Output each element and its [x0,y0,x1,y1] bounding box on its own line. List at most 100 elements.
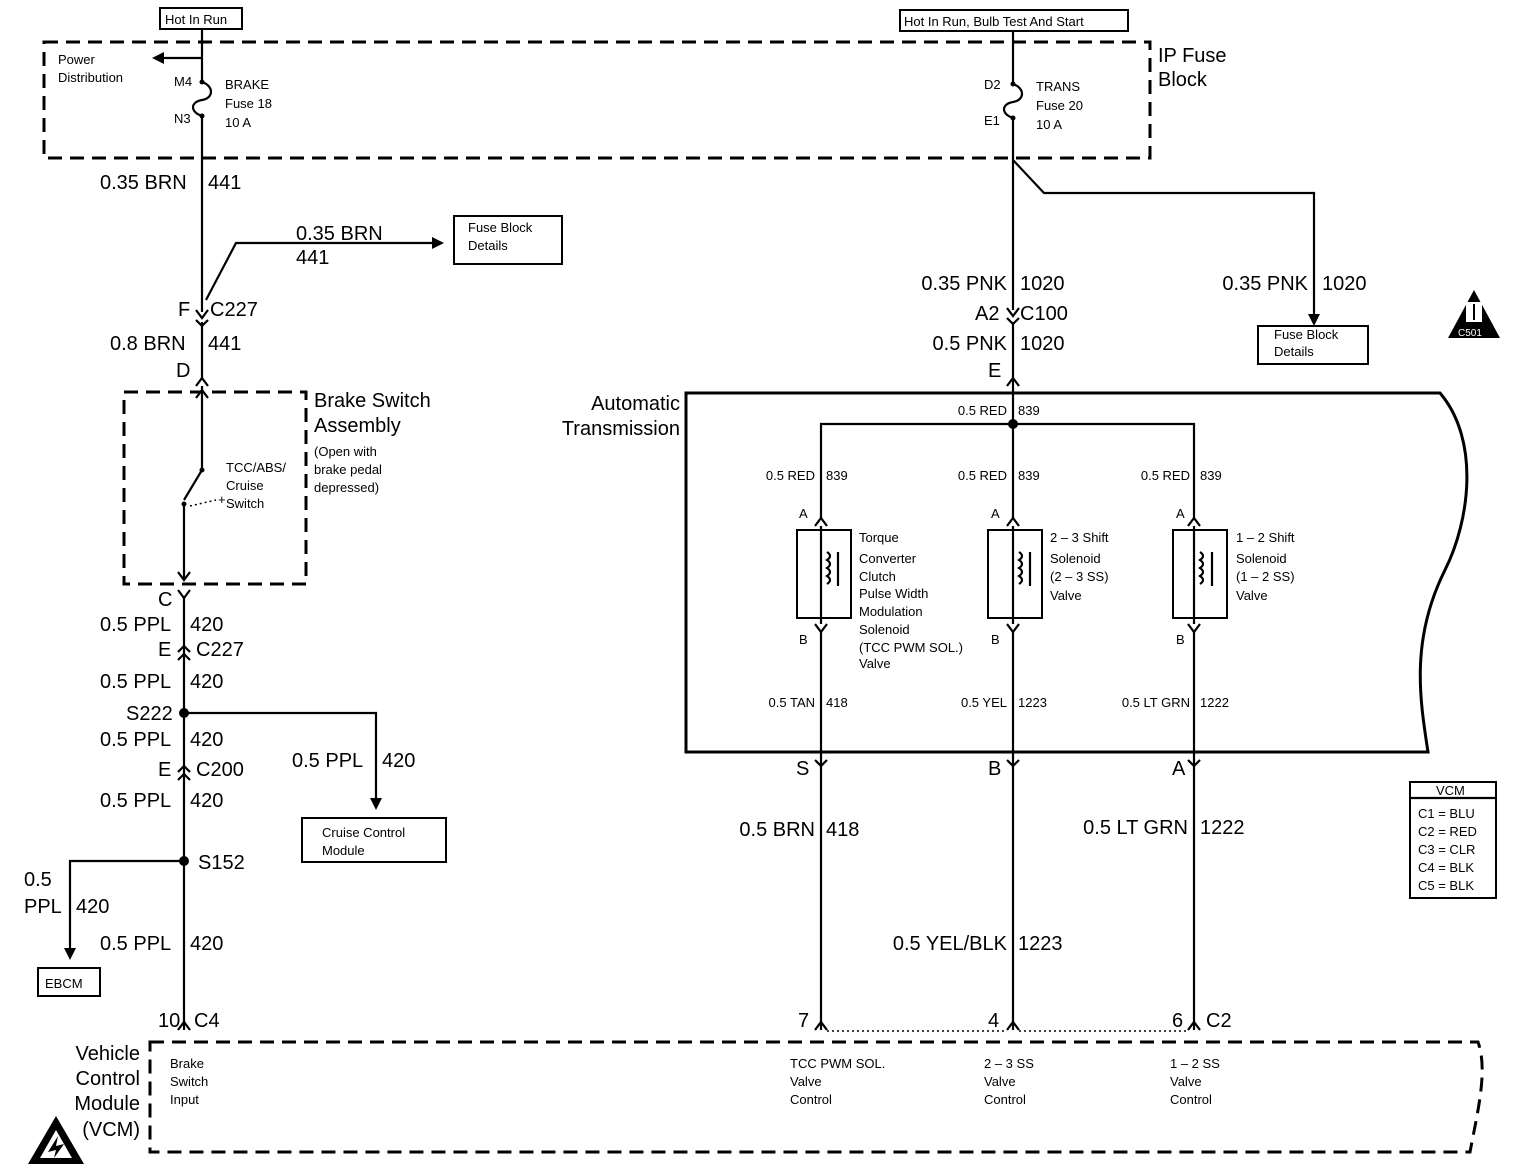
vcm-label-4: (VCM) [82,1119,140,1141]
vcm-label-3: Module [74,1093,140,1115]
vcm-legend-row-4: C4 = BLK [1418,860,1474,875]
brake-fuse-top-pin: M4 [174,74,192,89]
trans-pin-e: E [988,360,1001,382]
tcc-label-5: Modulation [859,604,923,619]
red-839-mid-gauge: 0.5 RED [958,468,1007,483]
wire-420-4-circuit: 420 [190,790,223,812]
brake-switch-pin-c: C [158,589,172,611]
power-distribution-label-2: Distribution [58,70,123,85]
vcm-brake-input-2: Switch [170,1074,208,1089]
shift-solenoid-2-3: A B 2 – 3 Shift Solenoid (2 – 3 SS) Valv… [987,506,1109,647]
connector-c100-name: C100 [1020,303,1068,325]
connector-c227-f: F C227 [178,299,258,328]
wire-420-4-gauge: 0.5 PPL [100,790,171,812]
ebcm-branch-circuit: 420 [76,896,109,918]
red-839-mid-circuit: 839 [1018,468,1040,483]
connector-c200-e-pin: E [158,759,171,781]
cruise-branch-gauge: 0.5 PPL [292,750,363,772]
brake-switch-contact-icon [183,469,203,501]
ss12-label-4: Valve [1236,588,1268,603]
vcm-ss23-control-1: 2 – 3 SS [984,1056,1034,1071]
wire-1020-branch-gauge: 0.35 PNK [1222,273,1308,295]
outer-ltgrn-gauge: 0.5 LT GRN [1083,817,1188,839]
esd-warning-icon [28,1116,84,1164]
vcm-label-2: Control [76,1068,140,1090]
red-839-bus [819,422,1196,518]
trans-pin-a: A [1172,758,1186,780]
fuse-block-details-left-2: Details [468,238,508,253]
wire-1020-upper-circuit: 1020 [1020,273,1065,295]
brake-switch-title-2: Assembly [314,415,401,437]
ss23-label-2: Solenoid [1050,551,1101,566]
cruise-control-module-1: Cruise Control [322,825,405,840]
trans-pin-b: B [988,758,1001,780]
ss12-label-3: (1 – 2 SS) [1236,569,1295,584]
tcc-label-6: Solenoid [859,622,910,637]
vcm-pin-10-label: 10 [158,1010,180,1032]
ss12-coil-icon [1198,551,1205,585]
vcm-brake-input-1: Brake [170,1056,204,1071]
cruise-control-module-box: Cruise Control Module [301,817,447,863]
power-distribution-label-1: Power [58,52,96,67]
wire-1020-lower-circuit: 1020 [1020,333,1065,355]
ss23-label-4: Valve [1050,588,1082,603]
wire-1020-upper-gauge: 0.35 PNK [921,273,1007,295]
brake-switch-note-3: depressed) [314,480,379,495]
fuse-block-details-left-1: Fuse Block [468,220,533,235]
brake-switch-assembly: Brake Switch Assembly (Open with brake p… [122,386,431,586]
brake-switch-pin-d: D [176,360,190,382]
red-839-right-gauge: 0.5 RED [1141,468,1190,483]
inner-yel-gauge: 0.5 YEL [961,695,1007,710]
tcc-label-2: Converter [859,551,917,566]
vcm-ss12-control-2: Valve [1170,1074,1202,1089]
splice-s152-label: S152 [198,852,245,874]
outer-brn-circuit: 418 [826,819,859,841]
fuse-block-details-right-2: Details [1274,344,1314,359]
cruise-branch-circuit: 420 [382,750,415,772]
inner-tan-gauge: 0.5 TAN [769,695,815,710]
reference-symbol-label: C501 [1458,328,1482,339]
inner-yel-circuit: 1223 [1018,695,1047,710]
connector-c200-e: E C200 [158,759,244,781]
vcm-legend-row-2: C2 = RED [1418,824,1477,839]
vcm-legend-row-1: C1 = BLU [1418,806,1475,821]
vcm-ss23-control-3: Control [984,1092,1026,1107]
ss12-label-1: 1 – 2 Shift [1236,530,1295,545]
ss12-pin-a: A [1176,506,1185,521]
trans-fuse-number: Fuse 20 [1036,98,1083,113]
tcc-solenoid-pin-a: A [799,506,808,521]
pin-d-terminal-icon [195,376,209,387]
automatic-transmission: Automatic Transmission [562,391,1469,754]
ip-fuse-block: IP Fuse Block Power Distribution M4 N3 B… [42,30,1227,160]
ss23-coil-icon [1017,551,1024,585]
left-circuit: 0.35 BRN 441 0.35 BRN 441 Fuse Block Det… [24,116,563,1032]
switch-label-1: TCC/ABS/ [226,460,286,475]
tcc-coil-icon [825,551,832,585]
red-839-left-gauge: 0.5 RED [766,468,815,483]
brake-fuse-bottom-pin: N3 [174,111,191,126]
trans-fuse-icon [1002,82,1024,120]
ss23-label-3: (2 – 3 SS) [1050,569,1109,584]
pin-c-terminal-icon [177,589,191,600]
cruise-branch-arrow-icon [370,798,382,810]
ebcm-box: EBCM [37,967,101,997]
wire-420-5-circuit: 420 [190,933,223,955]
vcm-label-1: Vehicle [76,1043,141,1065]
wire-441-lower-circuit: 441 [208,333,241,355]
wire-441-upper-gauge: 0.35 BRN [100,172,187,194]
ip-fuse-block-label-1: IP Fuse [1158,45,1227,67]
ip-fuse-block-label-2: Block [1158,69,1208,91]
tcc-label-4: Pulse Width [859,586,928,601]
reference-triangle-icon: C501 [1448,290,1500,339]
ss12-pin-b: B [1176,632,1185,647]
outer-yelblk-circuit: 1223 [1018,933,1063,955]
vcm-ss12-control-3: Control [1170,1092,1212,1107]
ebcm-branch-gauge-1: 0.5 [24,869,52,891]
cruise-control-module-2: Module [322,843,365,858]
trans-fuse-top-pin: D2 [984,77,1001,92]
switch-label-3: Switch [226,496,264,511]
connector-c227-f-pin: F [178,299,190,321]
wire-420-3-circuit: 420 [190,729,223,751]
wire-441-upper-circuit: 441 [208,172,241,194]
brake-fuse-18: M4 N3 BRAKE Fuse 18 10 A [174,30,272,130]
